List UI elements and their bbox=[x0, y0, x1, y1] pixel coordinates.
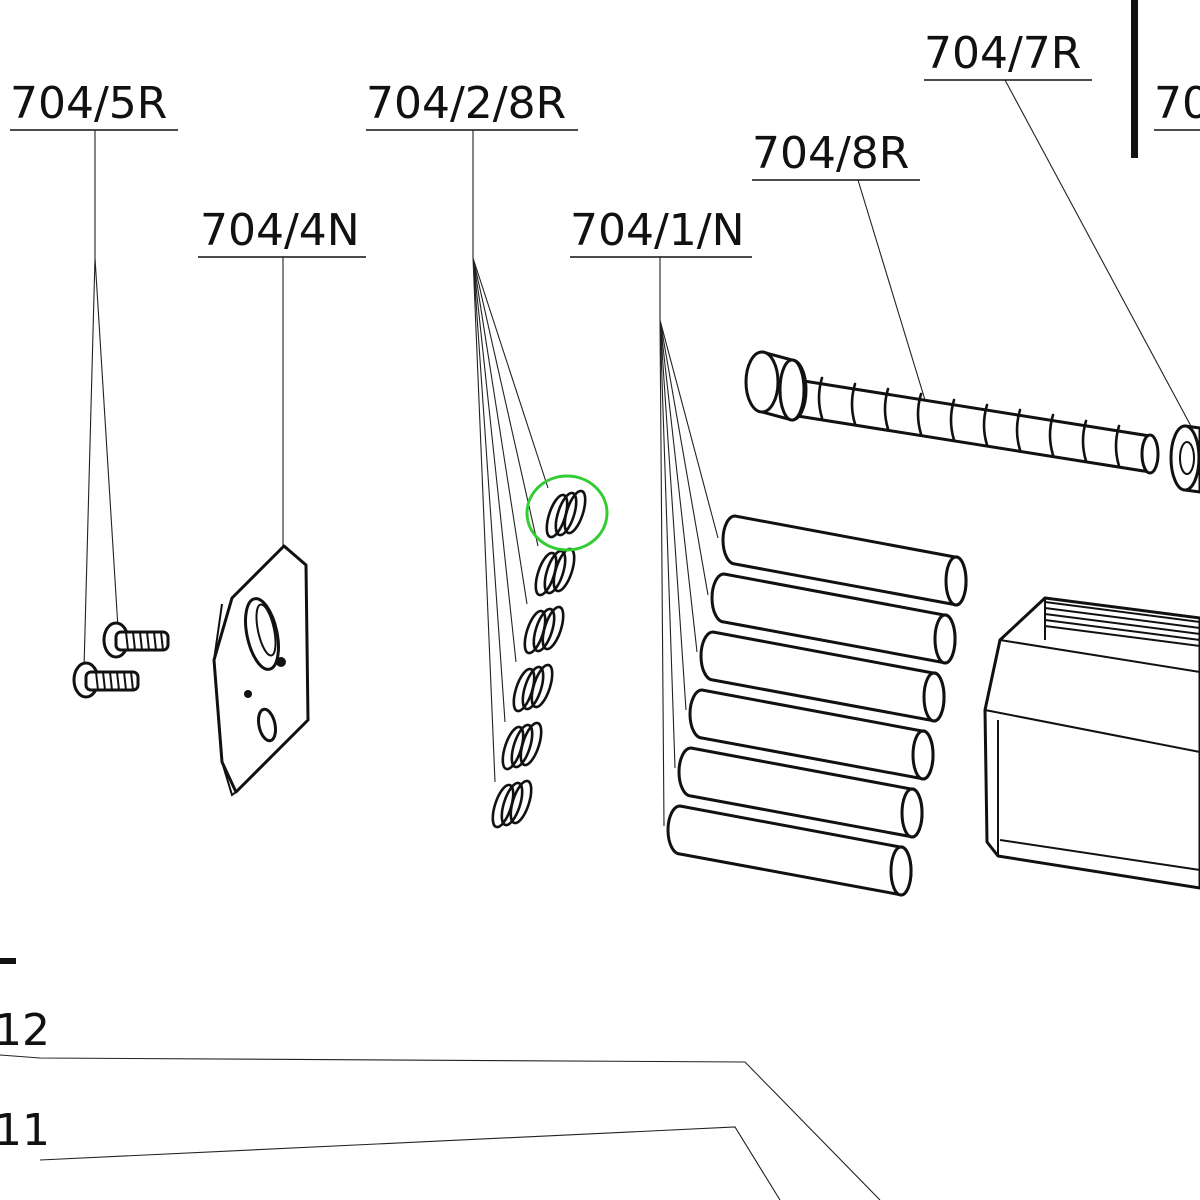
mounting-plate[interactable] bbox=[212, 544, 310, 797]
callout-label-12: 12 bbox=[0, 1005, 50, 1056]
spring[interactable] bbox=[521, 605, 568, 656]
callout-label-704-2-8r: 704/2/8R bbox=[366, 78, 566, 129]
callout-label-704-8r: 704/8R bbox=[752, 128, 909, 179]
frame-divider bbox=[1131, 0, 1138, 158]
screw[interactable] bbox=[72, 661, 140, 699]
spring[interactable] bbox=[510, 663, 557, 714]
screw[interactable] bbox=[102, 621, 170, 659]
roller[interactable] bbox=[721, 514, 968, 607]
callout-label-704-1-n: 704/1/N bbox=[570, 205, 745, 256]
callout-704-5r[interactable]: 704/5R bbox=[10, 78, 178, 131]
spring[interactable] bbox=[499, 721, 546, 772]
threaded-rod[interactable] bbox=[744, 350, 1160, 475]
callout-label-70: 70 bbox=[1154, 78, 1200, 129]
roller[interactable] bbox=[677, 746, 924, 839]
leader-lines bbox=[0, 79, 1193, 1200]
nut[interactable] bbox=[1169, 424, 1200, 494]
roller[interactable] bbox=[699, 630, 946, 723]
callout-70[interactable]: 70 bbox=[1154, 78, 1200, 131]
spring[interactable] bbox=[532, 547, 579, 598]
callout-704-8r[interactable]: 704/8R bbox=[752, 128, 920, 181]
callout-label-704-7r: 704/7R bbox=[924, 28, 1081, 79]
roller[interactable] bbox=[688, 688, 935, 781]
callout-704-1-n[interactable]: 704/1/N bbox=[570, 205, 752, 258]
callout-704-2-8r[interactable]: 704/2/8R bbox=[366, 78, 578, 131]
callout-704-7r[interactable]: 704/7R bbox=[924, 28, 1092, 81]
selection-highlight-circle bbox=[525, 474, 609, 552]
callout-label-704-5r: 704/5R bbox=[10, 78, 167, 129]
callout-704-4n[interactable]: 704/4N bbox=[198, 205, 366, 258]
spring[interactable] bbox=[543, 489, 590, 540]
roller[interactable] bbox=[710, 572, 957, 665]
callout-11[interactable]: 11 bbox=[0, 1105, 50, 1156]
frame-tick bbox=[0, 958, 16, 964]
callout-12[interactable]: 12 bbox=[0, 1005, 50, 1056]
callout-label-704-4n: 704/4N bbox=[200, 205, 360, 256]
housing-block[interactable] bbox=[983, 596, 1200, 890]
roller[interactable] bbox=[666, 804, 913, 897]
spring[interactable] bbox=[489, 779, 536, 830]
callout-label-11: 11 bbox=[0, 1105, 50, 1156]
